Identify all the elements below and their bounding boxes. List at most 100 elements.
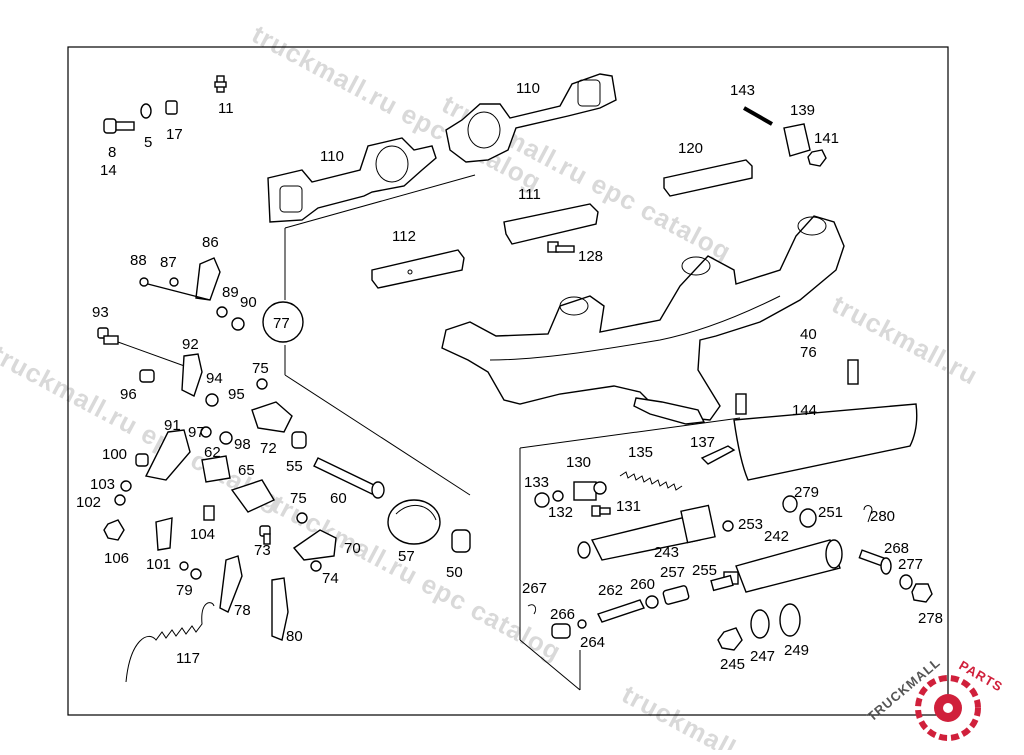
bushing-50 xyxy=(451,529,471,553)
part-label: 262 xyxy=(598,582,623,599)
part-label: 57 xyxy=(398,548,415,565)
bolt-93 xyxy=(97,327,119,345)
part-label: 102 xyxy=(76,494,101,511)
part-label: 243 xyxy=(654,544,679,561)
part-label: 278 xyxy=(918,610,943,627)
fitting-255 xyxy=(710,574,734,592)
part-label: 103 xyxy=(90,476,115,493)
washer-5 xyxy=(140,103,152,119)
plate-120 xyxy=(663,159,753,197)
part-number-labels: 8 14 5 17 11 110 110 143 139 141 120 111… xyxy=(76,80,943,673)
washer-277 xyxy=(899,574,913,590)
part-label: 128 xyxy=(578,248,603,265)
washer-97 xyxy=(200,426,212,438)
part-label: 8 xyxy=(108,144,116,161)
bolt-131 xyxy=(591,505,611,517)
part-label: 11 xyxy=(218,100,234,117)
part-label: 5 xyxy=(144,134,152,151)
bushing-96 xyxy=(139,369,155,383)
ring-264 xyxy=(577,619,587,629)
part-label: 91 xyxy=(164,417,181,434)
part-label: 86 xyxy=(202,234,219,251)
part-label: 87 xyxy=(160,254,177,271)
part-label: 277 xyxy=(898,556,923,573)
part-label: 17 xyxy=(166,126,183,143)
part-label: 75 xyxy=(252,360,269,377)
bushing-266 xyxy=(551,623,571,639)
washer-102 xyxy=(114,494,126,506)
lever-130 xyxy=(573,481,597,501)
part-label: 74 xyxy=(322,570,339,587)
part-label: 101 xyxy=(146,556,171,573)
stud-11 xyxy=(214,75,227,93)
part-label: 73 xyxy=(254,542,271,559)
leader-line xyxy=(519,639,581,691)
reference-circle-label: 77 xyxy=(273,315,290,332)
logo-text-truckmall: TRUCKMALL xyxy=(864,655,943,725)
nut-106 xyxy=(103,519,125,541)
part-label: 247 xyxy=(750,648,775,665)
part-label: 98 xyxy=(234,436,251,453)
seal-249 xyxy=(779,603,801,637)
bushing-279 xyxy=(782,495,798,513)
part-label: 94 xyxy=(206,370,223,387)
bolt-268 xyxy=(858,549,892,575)
leader-line xyxy=(284,374,471,496)
part-label: 96 xyxy=(120,386,137,403)
part-label: 260 xyxy=(630,576,655,593)
part-label: 112 xyxy=(392,228,416,245)
part-label: 135 xyxy=(628,444,653,461)
washer-89 xyxy=(216,306,228,318)
part-label: 92 xyxy=(182,336,199,353)
bolt-8 xyxy=(103,118,135,134)
cover-57 xyxy=(387,499,441,545)
part-label: 266 xyxy=(550,606,575,623)
part-label: 40 xyxy=(800,326,817,343)
part-label: 242 xyxy=(764,528,789,545)
cylinder-243 xyxy=(577,504,716,561)
part-label: 267 xyxy=(522,580,547,597)
cylinder-242 xyxy=(723,539,843,593)
rod-87 xyxy=(139,281,211,301)
bolt-75b xyxy=(296,512,308,524)
bracket-62 xyxy=(201,455,231,483)
part-label: 268 xyxy=(884,540,909,557)
washer-103 xyxy=(120,480,132,492)
rod-94 xyxy=(117,341,191,369)
leader-line xyxy=(519,417,741,449)
part-label: 79 xyxy=(176,582,193,599)
lever-78 xyxy=(219,555,243,613)
spring-117 xyxy=(125,602,215,683)
part-label: 111 xyxy=(518,186,541,203)
part-label: 251 xyxy=(818,504,843,521)
nut-133 xyxy=(534,492,550,508)
part-label: 97 xyxy=(188,424,205,441)
lever-80 xyxy=(271,577,289,641)
stud-143 xyxy=(743,106,773,126)
part-label: 110 xyxy=(320,148,344,165)
lever-91 xyxy=(144,429,191,481)
nut-98 xyxy=(219,431,233,445)
part-label: 75 xyxy=(290,490,307,507)
bracket-101 xyxy=(155,517,173,551)
nut-141 xyxy=(807,149,827,167)
part-label: 137 xyxy=(690,434,715,451)
part-label: 14 xyxy=(100,162,117,179)
part-label: 90 xyxy=(240,294,257,311)
part-label: 62 xyxy=(204,444,221,461)
bolt-73 xyxy=(259,525,271,545)
leader-line xyxy=(284,174,476,229)
nut-245 xyxy=(717,627,743,651)
part-label: 139 xyxy=(790,102,815,119)
part-label: 144 xyxy=(792,402,817,419)
shaft-60 xyxy=(313,457,385,499)
ball-88 xyxy=(139,277,149,287)
part-label: 76 xyxy=(800,344,817,361)
lever-86 xyxy=(195,257,221,301)
part-label: 80 xyxy=(286,628,303,645)
bracket-72 xyxy=(251,401,293,433)
washer-79b xyxy=(190,568,202,580)
diagram-frame xyxy=(67,46,949,716)
threaded-rod-262 xyxy=(597,599,645,623)
washer-95 xyxy=(205,393,219,407)
